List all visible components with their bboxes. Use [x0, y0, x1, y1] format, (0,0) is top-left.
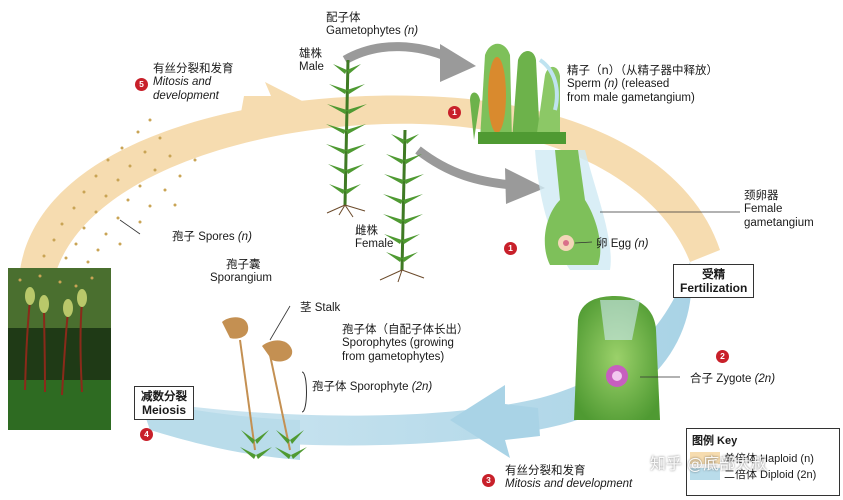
diploid-band — [140, 262, 692, 446]
mitosis-top-label: 有丝分裂和发育 Mitosis and development — [153, 61, 234, 102]
diploid-band-arrowhead — [450, 385, 540, 458]
female-gametangium-label: 颈卵器 Female gametangium — [744, 188, 814, 229]
male-to-sperm-arrowhead — [440, 44, 476, 82]
haploid-band-arrowhead — [240, 82, 312, 134]
spores-label: 孢子 Spores (n) — [172, 229, 252, 243]
step-badge-3: 3 — [482, 474, 495, 487]
legend-diploid: 二倍体 Diploid (2n) — [687, 466, 839, 482]
egg-label: 卵 Egg (n) — [596, 236, 649, 250]
legend-key: 图例 Key 单倍体 Haploid (n) 二倍体 Diploid (2n) — [686, 428, 840, 496]
step-badge-4: 4 — [140, 428, 153, 441]
zygote-label: 合子 Zygote (2n) — [690, 371, 776, 385]
haploid-swatch — [690, 452, 720, 464]
archegonium — [535, 150, 611, 270]
leader-lines — [119, 211, 740, 378]
male-label: 雄株 Male — [299, 46, 324, 73]
male-to-sperm-arrow — [342, 42, 452, 64]
female-to-archegonium-arrowhead — [505, 168, 545, 204]
legend-title: 图例 Key — [692, 435, 738, 447]
sporangium-label: 孢子囊 Sporangium — [210, 257, 273, 284]
sporophyte-plants — [222, 317, 307, 459]
step-badge-2: 2 — [716, 350, 729, 363]
spore-dots — [32, 118, 197, 276]
step-badge-1-female: 1 — [504, 242, 517, 255]
stalk-label: 茎 Stalk — [300, 300, 341, 314]
male-gametangium — [470, 43, 566, 144]
step-badge-1-male: 1 — [448, 106, 461, 119]
moss-photo — [8, 268, 111, 430]
female-gametophyte — [379, 129, 425, 283]
female-to-archegonium-arrow — [415, 146, 513, 190]
male-gametophyte — [326, 59, 367, 218]
meiosis-box: 减数分裂 Meiosis — [134, 386, 194, 420]
sperm-label: 精子（n）（从精子器中释放） Sperm (n) (released from … — [567, 63, 719, 104]
gametophytes-label: 配子体 Gametophytes (n) — [326, 10, 419, 37]
watermark: 知乎 @底部大叔 — [650, 454, 768, 473]
fertilization-box: 受精 Fertilization — [673, 264, 755, 298]
diploid-swatch — [690, 468, 720, 480]
step-badge-5: 5 — [135, 78, 148, 91]
legend-haploid: 单倍体 Haploid (n) — [687, 450, 839, 466]
mitosis-bottom-label: 有丝分裂和发育 Mitosis and development — [505, 463, 633, 490]
sporophytes-label: 孢子体（自配子体长出） Sporophytes (growing from ga… — [342, 322, 469, 363]
zygote-tissue — [574, 296, 660, 420]
female-label: 雌株 Female — [355, 223, 394, 250]
sporophyte-label: 孢子体 Sporophyte (2n) — [312, 379, 433, 393]
